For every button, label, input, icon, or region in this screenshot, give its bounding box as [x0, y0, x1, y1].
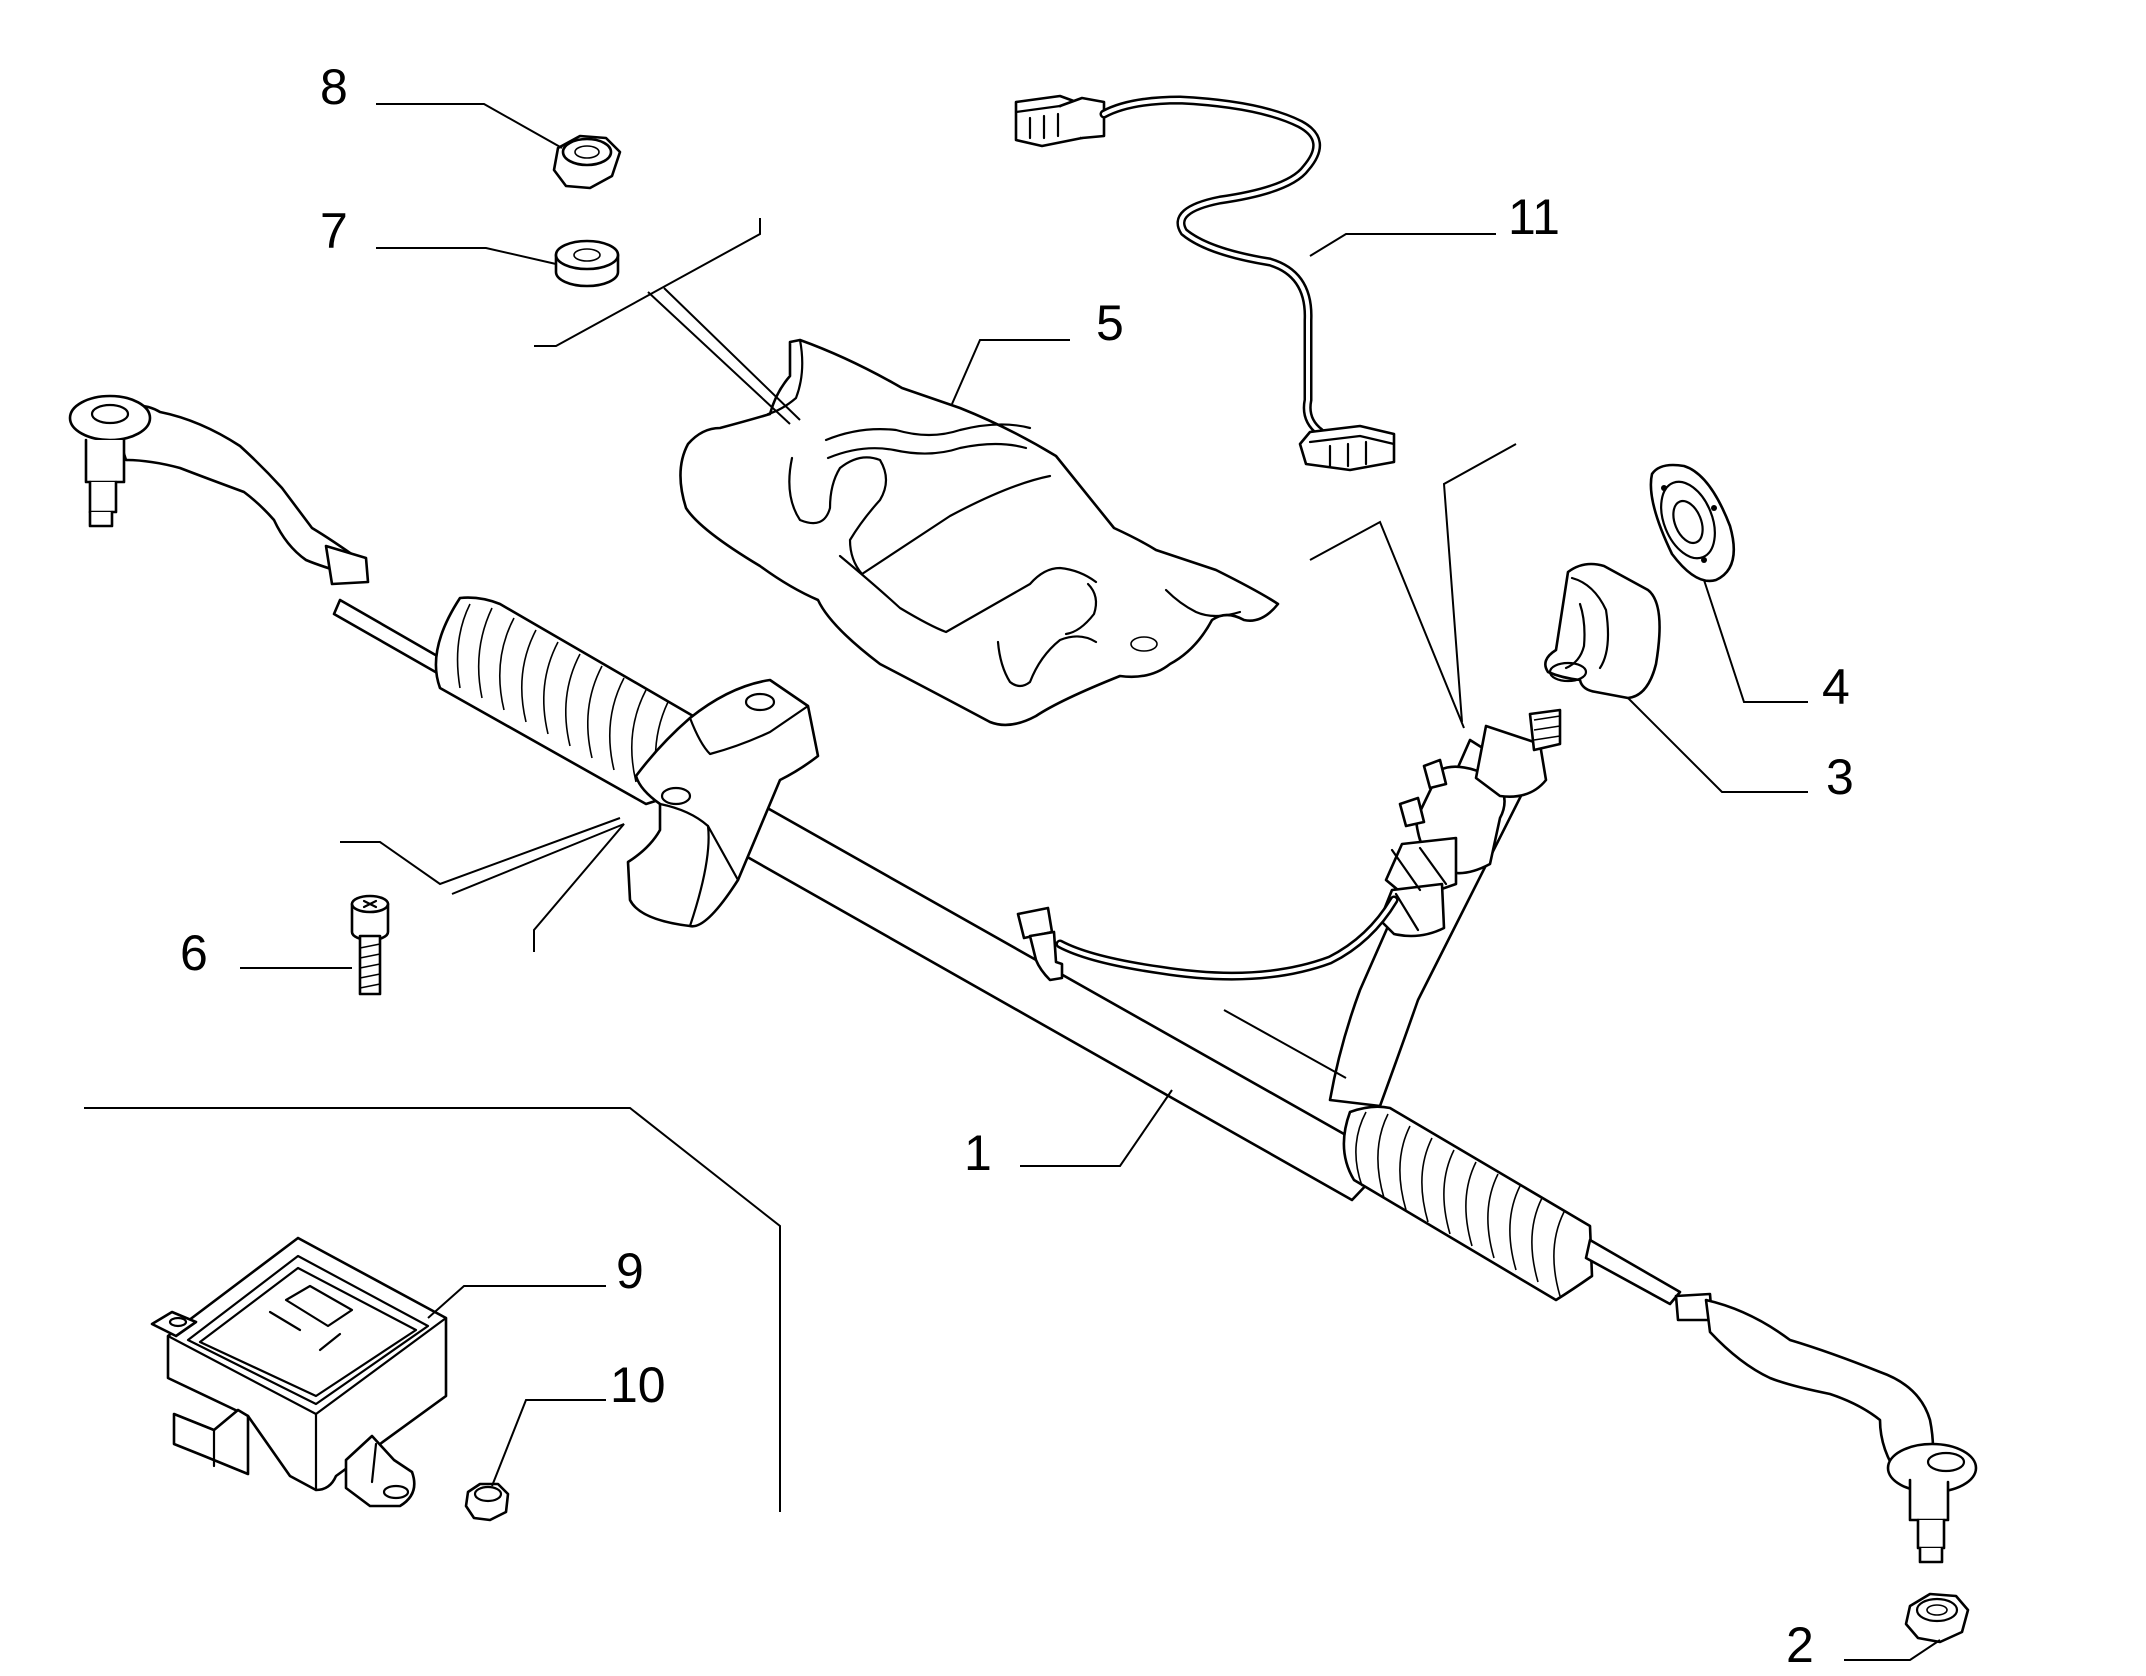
right-bellows	[1342, 1105, 1594, 1302]
pinion-housing	[1328, 708, 1562, 1108]
leader-lines	[240, 103, 1941, 1661]
callout-4: 4	[1822, 659, 1850, 715]
callout-9: 9	[616, 1243, 644, 1299]
part-1-steering-rack	[68, 394, 1978, 1564]
callout-10: 10	[610, 1357, 666, 1413]
part-9-control-unit	[150, 1236, 448, 1508]
explode-lines-heat-shield	[534, 218, 801, 425]
part-3-grommet	[1544, 562, 1661, 700]
callout-5: 5	[1096, 295, 1124, 351]
part-2-nut	[1904, 1592, 1970, 1644]
explode-lines-bracket	[340, 817, 625, 952]
callout-3: 3	[1826, 749, 1854, 805]
explode-lines-pinion	[1309, 443, 1517, 729]
part-5-heat-shield	[679, 338, 1280, 727]
callout-1: 1	[964, 1125, 992, 1181]
part-4-seal-plate	[1649, 463, 1736, 583]
callout-7: 7	[320, 203, 348, 259]
part-11-wiring-harness	[1014, 94, 1396, 472]
mounting-clamp	[626, 678, 820, 928]
callouts: 8 7 5 11 4 3 6 1 2 9 10	[180, 59, 1854, 1673]
part-7-washer	[554, 239, 620, 288]
callout-2: 2	[1786, 1617, 1814, 1673]
part-6-bolt	[350, 894, 390, 996]
callout-6: 6	[180, 925, 208, 981]
callout-8: 8	[320, 59, 348, 115]
part-10-small-nut	[464, 1482, 510, 1522]
group-frame-line	[84, 1107, 781, 1512]
callout-11: 11	[1508, 189, 1560, 245]
part-8-nut	[552, 134, 622, 190]
